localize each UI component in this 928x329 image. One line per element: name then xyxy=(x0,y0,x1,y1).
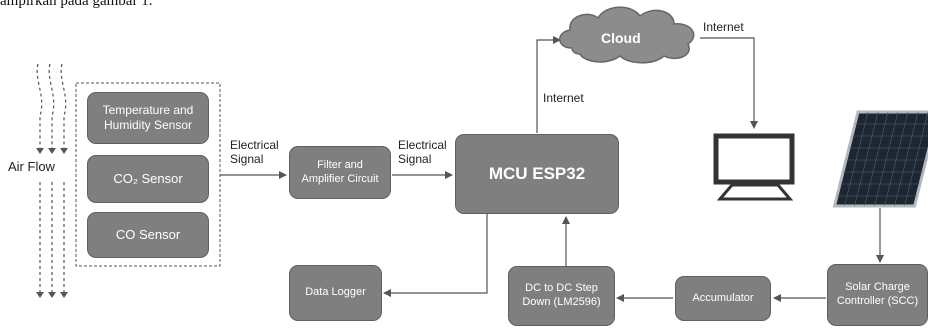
solar-charge-controller-box: Solar Charge Controller (SCC) xyxy=(827,264,928,326)
data-logger-label: Data Logger xyxy=(305,286,366,299)
electrical-signal-label-2: Electrical Signal xyxy=(398,138,447,167)
cloud-label: Cloud xyxy=(601,30,641,46)
internet-label-right: Internet xyxy=(703,20,744,34)
filter-amplifier-box: Filter and Amplifier Circuit xyxy=(289,146,391,199)
electrical-signal-1-line2: Signal xyxy=(230,152,264,167)
filter-amplifier-label: Filter and Amplifier Circuit xyxy=(301,158,379,185)
temperature-humidity-sensor-box: Temperature and Humidity Sensor xyxy=(87,92,209,144)
dc-dc-step-down-label: DC to DC Step Down (LM2596) xyxy=(522,282,601,308)
co-sensor-box: CO Sensor xyxy=(87,212,209,258)
solar-charge-controller-label: Solar Charge Controller (SCC) xyxy=(836,281,919,307)
air-flow-arrowheads xyxy=(36,148,68,298)
mcu-label: MCU ESP32 xyxy=(488,164,586,184)
electrical-signal-1-line1: Electrical xyxy=(230,138,279,152)
electrical-signal-2-line2: Signal xyxy=(398,152,432,167)
data-logger-box: Data Logger xyxy=(289,265,382,321)
air-flow-label: Air Flow xyxy=(8,159,55,174)
accumulator-label: Accumulator xyxy=(692,291,754,304)
electrical-signal-label-1: Electrical Signal xyxy=(230,138,279,167)
partial-caption-text: ampirkan pada gambar 1. xyxy=(0,0,153,9)
air-flow-arrows-top xyxy=(36,63,67,292)
mcu-box: MCU ESP32 xyxy=(455,134,619,214)
co2-sensor-box: CO₂ Sensor xyxy=(87,155,209,203)
temperature-humidity-sensor-label: Temperature and Humidity Sensor xyxy=(102,103,194,132)
co-sensor-label: CO Sensor xyxy=(115,226,181,242)
accumulator-box: Accumulator xyxy=(675,276,771,321)
electrical-signal-2-line1: Electrical xyxy=(398,138,447,152)
internet-label-left: Internet xyxy=(543,91,584,105)
co2-sensor-label: CO₂ Sensor xyxy=(113,170,183,186)
solar-panel-icon xyxy=(832,110,928,208)
cloud-shape xyxy=(559,6,695,64)
dc-dc-step-down-box: DC to DC Step Down (LM2596) xyxy=(508,266,615,326)
computer-icon xyxy=(713,133,795,201)
